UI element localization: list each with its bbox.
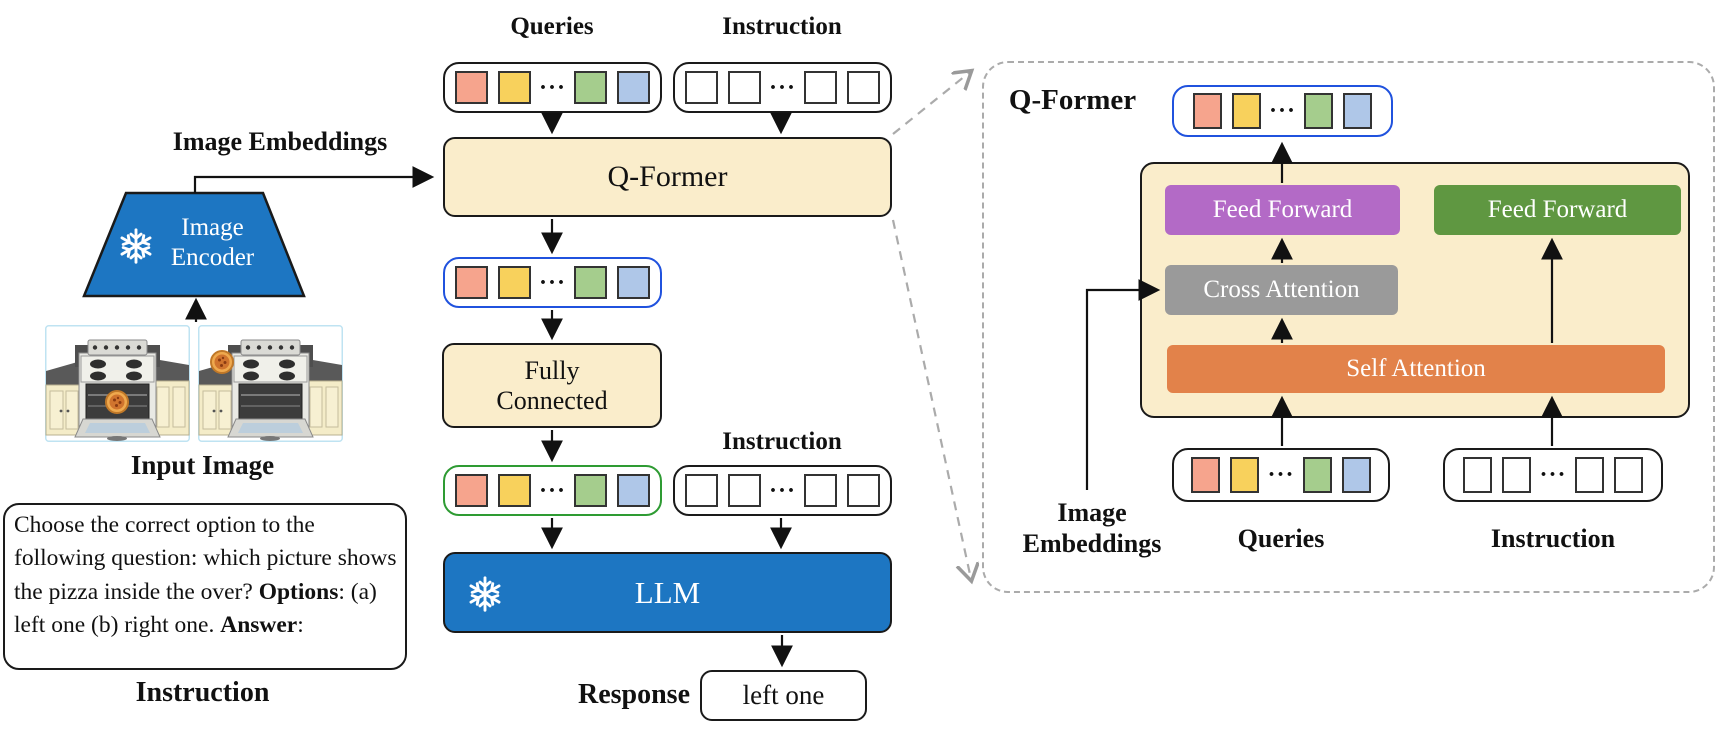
dashed-connector-top <box>892 72 970 135</box>
input-image-left <box>45 325 190 442</box>
query-token <box>1230 457 1260 493</box>
fully-connected-label: Fully Connected <box>496 355 608 415</box>
feed-forward-left-box: Feed Forward <box>1165 185 1400 235</box>
blank-token <box>804 71 837 104</box>
blank-token <box>1463 457 1493 493</box>
blank-token <box>684 71 718 104</box>
query-token <box>454 474 488 507</box>
llm-label: LLM <box>634 574 701 610</box>
snowflake-icon <box>120 228 152 264</box>
query-token <box>1343 93 1372 129</box>
fully-connected-box: Fully Connected <box>442 343 662 428</box>
ellipsis: ··· <box>538 269 566 296</box>
query-output-token-row: ··· <box>443 257 662 308</box>
blank-token <box>1574 457 1604 493</box>
ellipsis: ··· <box>538 477 566 504</box>
ellipsis: ··· <box>768 477 796 504</box>
query-token <box>1304 93 1333 129</box>
self-attention-box: Self Attention <box>1167 345 1665 393</box>
query-token <box>454 71 488 104</box>
input-image-right <box>198 325 343 442</box>
blank-token <box>727 71 761 104</box>
cross-attention-box: Cross Attention <box>1165 265 1398 315</box>
query-token <box>454 266 488 299</box>
kitchen-scene <box>45 325 190 442</box>
queries-token-row-detail: ··· <box>1172 448 1390 502</box>
query-token <box>497 71 531 104</box>
queries-label-top: Queries <box>510 13 594 40</box>
response-label: Response <box>577 679 690 710</box>
blank-token <box>684 474 718 507</box>
blank-token <box>847 71 880 104</box>
blank-token <box>1613 457 1643 493</box>
pizza <box>210 350 234 374</box>
ellipsis: ··· <box>538 74 566 101</box>
qformer-output-token-row: ··· <box>1172 85 1393 137</box>
ellipsis: ··· <box>1267 462 1295 488</box>
dashed-connector-bottom <box>891 219 971 579</box>
query-token <box>574 474 607 507</box>
query-token <box>617 71 650 104</box>
llm-box: LLM <box>443 552 892 633</box>
qformer-detail-label: Q-Former <box>1008 84 1137 116</box>
query-token <box>1341 457 1371 493</box>
query-token <box>617 474 650 507</box>
query-token <box>1191 457 1221 493</box>
projected-token-row: ··· <box>443 465 662 516</box>
input-image-label: Input Image <box>130 450 275 480</box>
instruction-token-row-top: ··· <box>673 62 892 113</box>
instruction-label-detail: Instruction <box>1490 524 1616 553</box>
query-token <box>1302 457 1332 493</box>
instruction-token-row-mid: ··· <box>673 465 892 516</box>
blank-token <box>847 474 880 507</box>
instruction-question: Choose the correct option to the followi… <box>14 512 397 605</box>
pizza <box>105 390 129 414</box>
options-keyword: Options <box>258 578 339 605</box>
query-token <box>497 266 531 299</box>
query-token <box>574 71 607 104</box>
instruction-label-mid: Instruction <box>722 428 842 455</box>
snowflake-icon <box>469 576 501 612</box>
options-text: : (a) left one (b) right one. <box>14 578 377 639</box>
query-token <box>617 266 650 299</box>
kitchen-scene <box>198 325 343 442</box>
feed-forward-right-box: Feed Forward <box>1434 185 1681 235</box>
ellipsis: ··· <box>1268 98 1296 124</box>
queries-token-row: ··· <box>443 62 662 113</box>
image-encoder-trapezoid <box>82 191 306 298</box>
image-encoder-label: Image Encoder <box>170 214 255 271</box>
blank-token <box>1502 457 1532 493</box>
queries-label-detail: Queries <box>1237 524 1325 553</box>
blank-token <box>804 474 837 507</box>
query-token <box>1231 93 1261 129</box>
instruction-token-row-detail: ··· <box>1443 448 1663 502</box>
query-token <box>497 474 531 507</box>
query-token <box>574 266 607 299</box>
instruction-label-top: Instruction <box>722 13 842 40</box>
response-value-box: left one <box>700 670 867 721</box>
ellipsis: ··· <box>1539 462 1567 488</box>
qformer-detail-panel <box>982 61 1715 593</box>
qformer-box: Q-Former <box>443 137 892 217</box>
answer-keyword: Answer <box>220 612 298 639</box>
instruction-label-left: Instruction <box>135 677 270 708</box>
image-embeddings-label: Image Embeddings <box>172 127 388 156</box>
instruction-text-box: Choose the correct option to the followi… <box>3 503 407 670</box>
ellipsis: ··· <box>768 74 796 101</box>
image-embeddings-label-detail: Image Embeddings <box>1022 498 1162 558</box>
answer-text: : <box>297 612 304 639</box>
blank-token <box>727 474 761 507</box>
query-token <box>1192 93 1222 129</box>
